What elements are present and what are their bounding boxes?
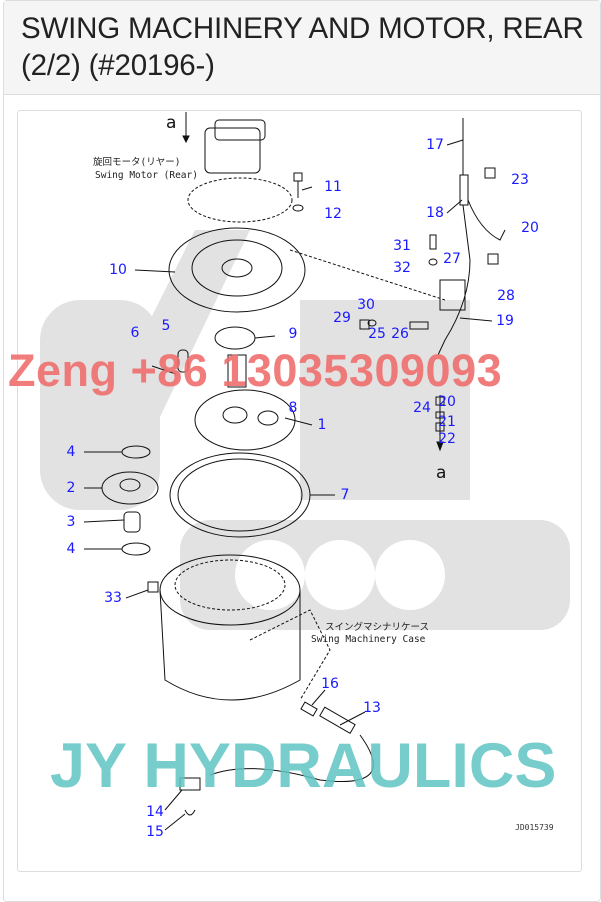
drawing-code: JD015739 [515,823,554,832]
callout-31[interactable]: 31 [393,238,411,254]
callout-15[interactable]: 15 [146,824,164,840]
callout-24[interactable]: 24 [413,400,431,416]
callout-30[interactable]: 30 [357,297,375,313]
card-header: SWING MACHINERY AND MOTOR, REAR (2/2) (#… [4,1,600,95]
callout-14[interactable]: 14 [146,804,164,820]
swing-motor-label-en: Swing Motor (Rear) [95,170,198,181]
callout-22[interactable]: 22 [438,431,456,447]
callout-2[interactable]: 2 [66,480,76,496]
callout-12[interactable]: 12 [324,206,342,222]
callout-1[interactable]: 1 [317,417,327,433]
callout-21[interactable]: 21 [438,414,456,430]
callout-3[interactable]: 3 [66,514,76,530]
callout-33[interactable]: 33 [104,590,122,606]
callout-6[interactable]: 6 [130,325,140,341]
callout-28[interactable]: 28 [497,288,515,304]
callout-8[interactable]: 8 [288,400,298,416]
callout-20[interactable]: 20 [438,394,456,410]
callout-16[interactable]: 16 [321,676,339,692]
reference-a-bottom: a [436,463,447,483]
swing-motor-label-jp: 旋回モータ(リヤー) [93,157,181,168]
case-label-jp: スイングマシナリケース [325,622,430,633]
contact-watermark: Zeng +86 13035309093 [8,345,503,396]
callout-4[interactable]: 4 [66,541,76,557]
exploded-view-drawing [40,112,570,831]
callout-32[interactable]: 32 [393,260,411,276]
callout-13[interactable]: 13 [363,700,381,716]
callout-19[interactable]: 19 [496,313,514,329]
callout-26[interactable]: 26 [391,326,409,342]
callout-4[interactable]: 4 [66,444,76,460]
page-title: SWING MACHINERY AND MOTOR, REAR (2/2) (#… [21,12,584,82]
brand-watermark: JY HYDRAULICS [50,731,557,801]
callout-25[interactable]: 25 [368,326,386,342]
callout-20[interactable]: 20 [521,220,539,236]
callout-9[interactable]: 9 [288,326,298,342]
callout-11[interactable]: 11 [324,179,342,195]
callout-7[interactable]: 7 [340,487,350,503]
reference-a-top: a [166,113,177,133]
logo-watermark [40,230,570,630]
callout-27[interactable]: 27 [443,251,461,267]
callout-18[interactable]: 18 [426,205,444,221]
callout-17[interactable]: 17 [426,137,444,153]
case-label-en: Swing Machinery Case [311,634,426,645]
callout-29[interactable]: 29 [333,310,351,326]
callout-10[interactable]: 10 [109,262,127,278]
callout-23[interactable]: 23 [511,172,529,188]
callout-5[interactable]: 5 [161,318,171,334]
